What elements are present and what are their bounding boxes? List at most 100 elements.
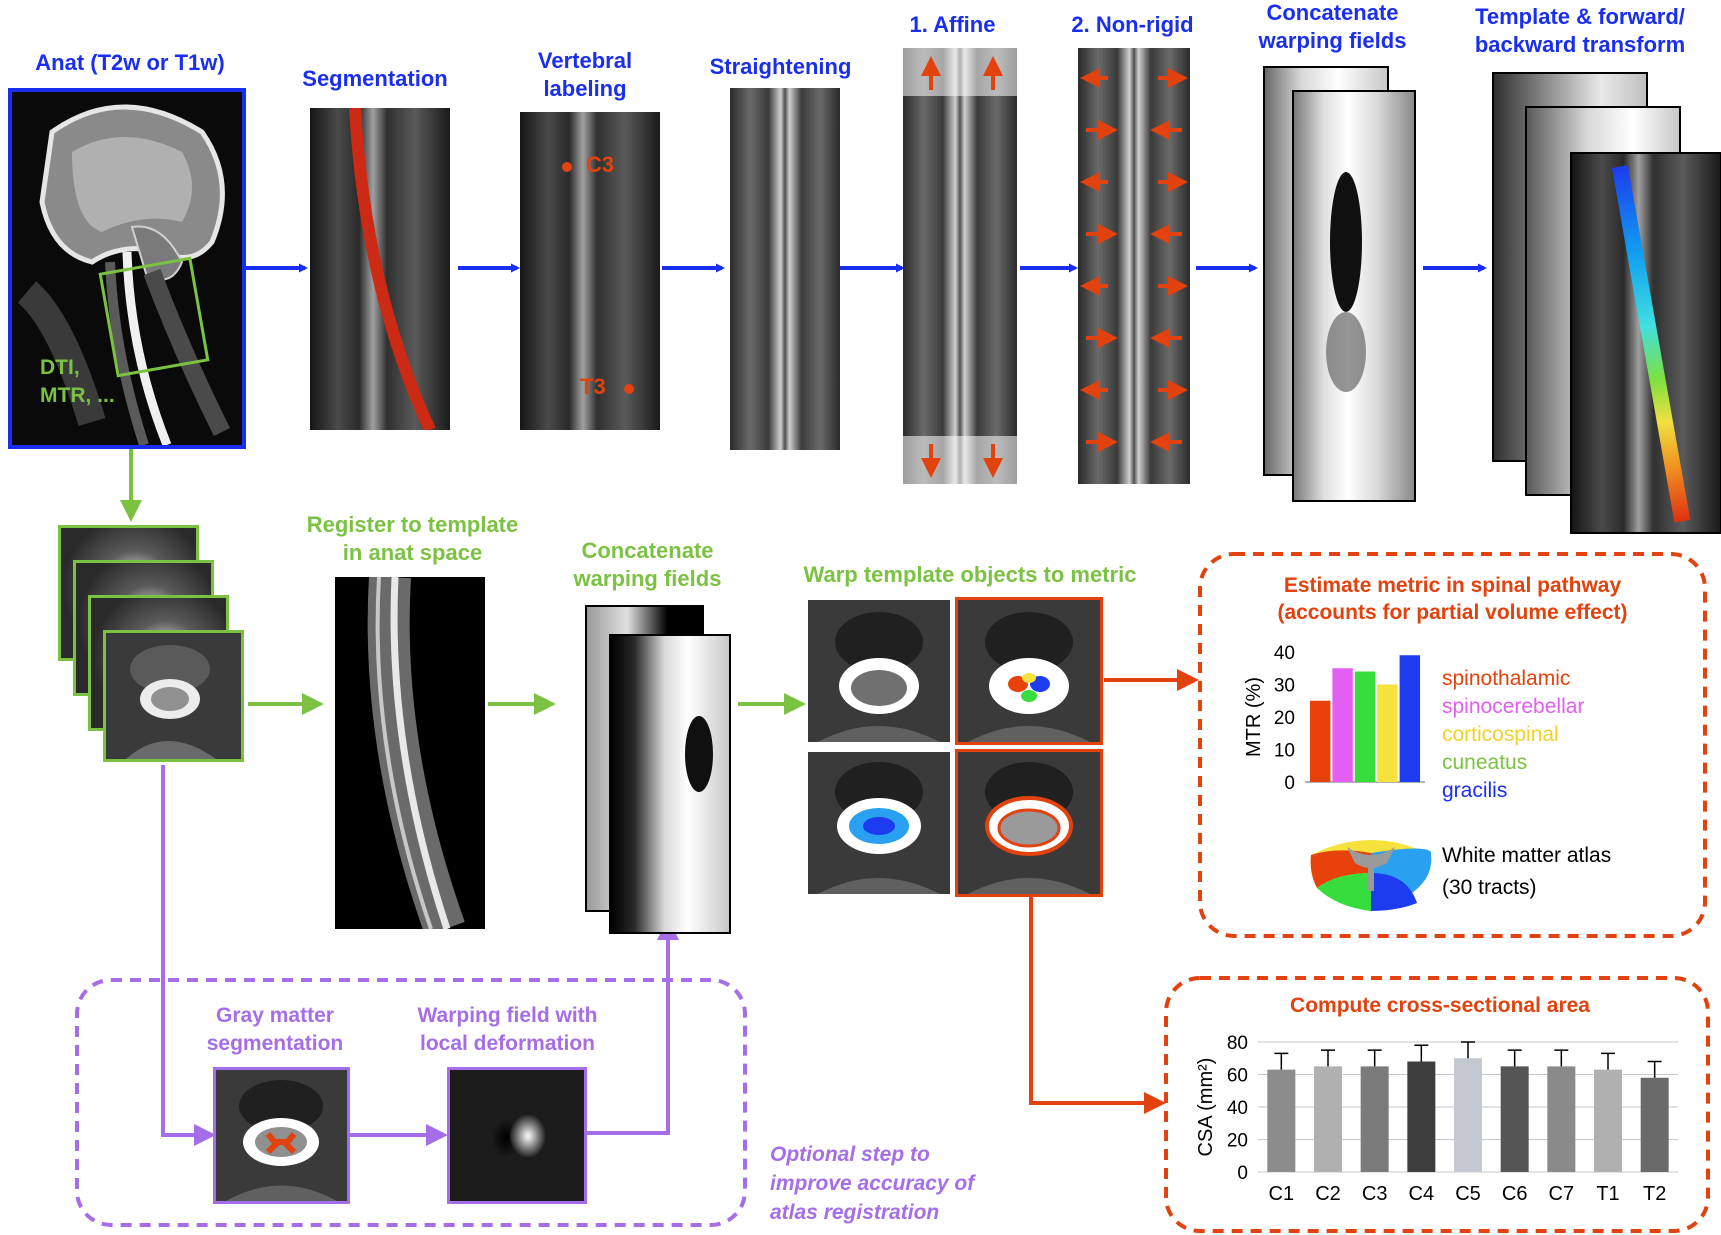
t3-marker <box>624 384 634 394</box>
template-spinal-colorbar <box>1612 165 1691 523</box>
csa-xtick-label: C7 <box>1549 1183 1575 1205</box>
estimate-title-2: (accounts for partial volume effect) <box>1277 601 1628 624</box>
concat-field-front <box>1292 90 1416 502</box>
csa-xtick-label: T1 <box>1596 1183 1619 1205</box>
c3-label: C3 <box>586 152 615 177</box>
nonrigid-image <box>1078 48 1190 484</box>
vertebral-labeling-image: C3 T3 <box>520 112 660 430</box>
csa-bar <box>1547 1066 1576 1172</box>
csa-ytick-label: 20 <box>1227 1131 1248 1152</box>
white-matter-atlas-icon <box>1310 840 1432 911</box>
csa-bar <box>1640 1077 1669 1172</box>
metric-concat-label-1: Concatenate <box>581 538 714 563</box>
mtr-bar <box>1332 668 1353 782</box>
mtr-ylabel: MTR (%) <box>1243 677 1265 757</box>
t3-label: T3 <box>580 374 606 399</box>
register-label-1: Register to template <box>306 512 519 537</box>
mtr-ytick-label: 20 <box>1274 708 1295 729</box>
optional-note-2: improve accuracy of <box>770 1172 975 1195</box>
warp-slice-bottom-left <box>808 752 950 894</box>
straightening-image <box>730 88 840 450</box>
csa-ytick-label: 0 <box>1237 1163 1248 1184</box>
legend-cuneatus: cuneatus <box>1442 751 1528 774</box>
metric-crop-box <box>98 256 210 378</box>
csa-ylabel: CSA (mm²) <box>1195 1058 1217 1157</box>
csa-ytick-label: 40 <box>1227 1098 1248 1119</box>
compute-csa-box <box>1164 976 1710 1233</box>
csa-xtick-label: C6 <box>1502 1183 1528 1205</box>
anat-label: Anat (T2w or T1w) <box>35 50 225 75</box>
nonrigid-label: 2. Non-rigid <box>1071 12 1194 37</box>
mtr-ytick-label: 0 <box>1284 773 1295 794</box>
anat-mri-image <box>8 88 246 449</box>
mtr-ytick-label: 40 <box>1274 643 1295 664</box>
metric-slice-front <box>103 630 244 762</box>
atlas-label-2: (30 tracts) <box>1442 876 1537 899</box>
straightening-label: Straightening <box>709 54 852 79</box>
vertebral-label-1: Vertebral <box>537 48 633 73</box>
tract-legend: spinothalamic spinocerebellar corticospi… <box>1442 665 1584 805</box>
legend-spinothalamic: spinothalamic <box>1442 667 1571 690</box>
csa-bar <box>1267 1069 1296 1172</box>
estimate-title-1: Estimate metric in spinal pathway <box>1283 574 1622 597</box>
csa-bar <box>1360 1066 1389 1172</box>
csa-ytick-label: 80 <box>1227 1033 1248 1054</box>
atlas-label-1: White matter atlas <box>1442 844 1612 867</box>
mtr-ytick-label: 30 <box>1274 676 1295 697</box>
csa-ytick-label: 60 <box>1227 1066 1248 1087</box>
metric-concat-label-2: warping fields <box>573 566 722 591</box>
template-label-1: Template & forward/ <box>1475 4 1685 29</box>
csa-xtick-label: T2 <box>1643 1183 1666 1205</box>
mtr-bar <box>1377 684 1398 782</box>
affine-image <box>903 48 1017 484</box>
csa-xtick-label: C3 <box>1362 1183 1388 1205</box>
concat-label-1: Concatenate <box>1266 0 1399 25</box>
template-label-2: backward transform <box>1474 32 1686 57</box>
arrow-warp-to-csa <box>1029 896 1166 1114</box>
c3-marker <box>562 162 572 172</box>
csa-bar <box>1314 1066 1342 1172</box>
arrow-wf-to-concat <box>582 918 679 1135</box>
estimate-metric-box <box>1198 552 1707 938</box>
csa-xtick-label: C1 <box>1269 1183 1295 1205</box>
csa-bar <box>1407 1061 1436 1172</box>
legend-corticospinal: corticospinal <box>1442 723 1559 746</box>
concat-label-2: warping fields <box>1258 28 1407 53</box>
csa-xtick-label: C2 <box>1315 1183 1341 1205</box>
wf-label-1: Warping field with <box>417 1004 598 1027</box>
optional-note-3: atlas registration <box>770 1201 940 1224</box>
mtr-bar <box>1310 700 1331 782</box>
csa-xtick-label: C4 <box>1409 1183 1435 1205</box>
segmentation-image <box>310 108 450 430</box>
gm-label-1: Gray matter <box>216 1004 334 1027</box>
warp-slice-bottom-right <box>955 749 1103 897</box>
csa-bar <box>1594 1069 1622 1172</box>
optional-step-box <box>75 978 747 1227</box>
register-template-image <box>335 577 485 929</box>
mtr-bar <box>1399 655 1420 782</box>
csa-xtick-label: C5 <box>1455 1183 1481 1205</box>
warp-slice-top-left <box>808 600 950 742</box>
segmentation-label: Segmentation <box>302 66 448 91</box>
warp-objects-label: Warp template objects to metric <box>803 562 1137 587</box>
warp-slice-top-right <box>955 597 1103 745</box>
mtr-bar <box>1354 671 1376 782</box>
legend-gracilis: gracilis <box>1442 779 1508 802</box>
metric-concat-field-front <box>609 634 731 934</box>
csa-bar <box>1454 1058 1482 1172</box>
arrow-metric-to-gm <box>161 765 216 1146</box>
dti-label: DTI, <box>40 356 80 379</box>
optional-note-1: Optional step to <box>770 1143 930 1166</box>
gm-label-2: segmentation <box>206 1032 344 1055</box>
legend-spinocerebellar: spinocerebellar <box>1442 695 1585 718</box>
template-layer-front <box>1570 152 1721 534</box>
mtr-label: MTR, ... <box>40 384 115 407</box>
affine-label: 1. Affine <box>909 12 996 37</box>
wf-label-2: local deformation <box>419 1032 596 1055</box>
csa-bar <box>1500 1066 1529 1172</box>
register-label-2: in anat space <box>342 540 483 565</box>
mtr-ytick-label: 10 <box>1274 741 1295 762</box>
